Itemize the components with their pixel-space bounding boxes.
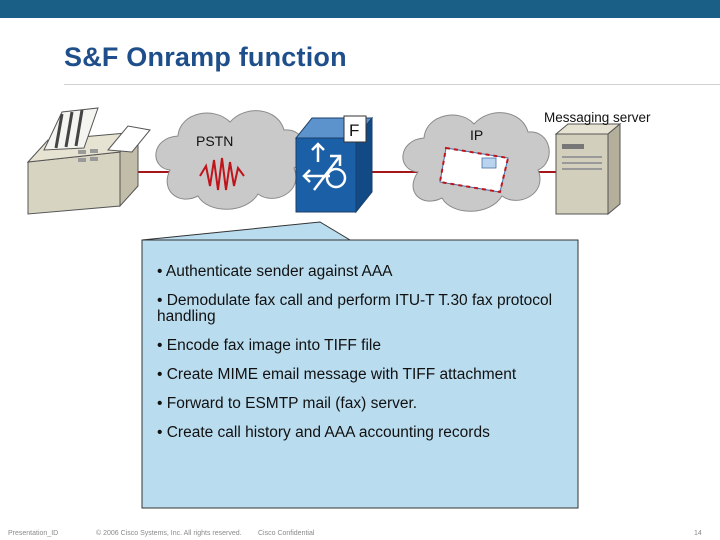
- callout-text: • Authenticate sender against AAA • Demo…: [157, 264, 577, 454]
- callout-bullet: • Create MIME email message with TIFF at…: [157, 366, 517, 383]
- footer-copyright: © 2006 Cisco Systems, Inc. All rights re…: [96, 530, 242, 537]
- top-banner: [0, 0, 720, 18]
- footer-presentation-id: Presentation_ID: [8, 530, 59, 537]
- callout-bullet: • Encode fax image into TIFF file: [157, 337, 381, 354]
- callout-bullet: • Forward to ESMTP mail (fax) server.: [157, 395, 418, 412]
- ip-cloud-icon: [402, 112, 550, 212]
- gateway-label: F: [349, 121, 359, 140]
- callout-bullet: • Authenticate sender against AAA: [157, 263, 393, 280]
- callout-bullet: • Create call history and AAA accounting…: [157, 424, 490, 441]
- messaging-server-icon: [554, 122, 622, 216]
- footer-page-number: 14: [694, 530, 702, 537]
- server-label: Messaging server: [544, 110, 651, 125]
- ip-label: IP: [470, 127, 483, 143]
- title-rule: [64, 84, 720, 85]
- callout-bullet: • Demodulate fax call and perform ITU-T …: [157, 292, 553, 325]
- callout-box: [141, 221, 579, 509]
- gateway-label-box: [343, 115, 367, 143]
- pstn-label: PSTN: [196, 133, 233, 149]
- pstn-cloud-icon: [155, 110, 307, 210]
- footer-confidential: Cisco Confidential: [258, 530, 315, 537]
- slide-title: S&F Onramp function: [64, 42, 347, 72]
- fax-machine-icon: [26, 107, 151, 215]
